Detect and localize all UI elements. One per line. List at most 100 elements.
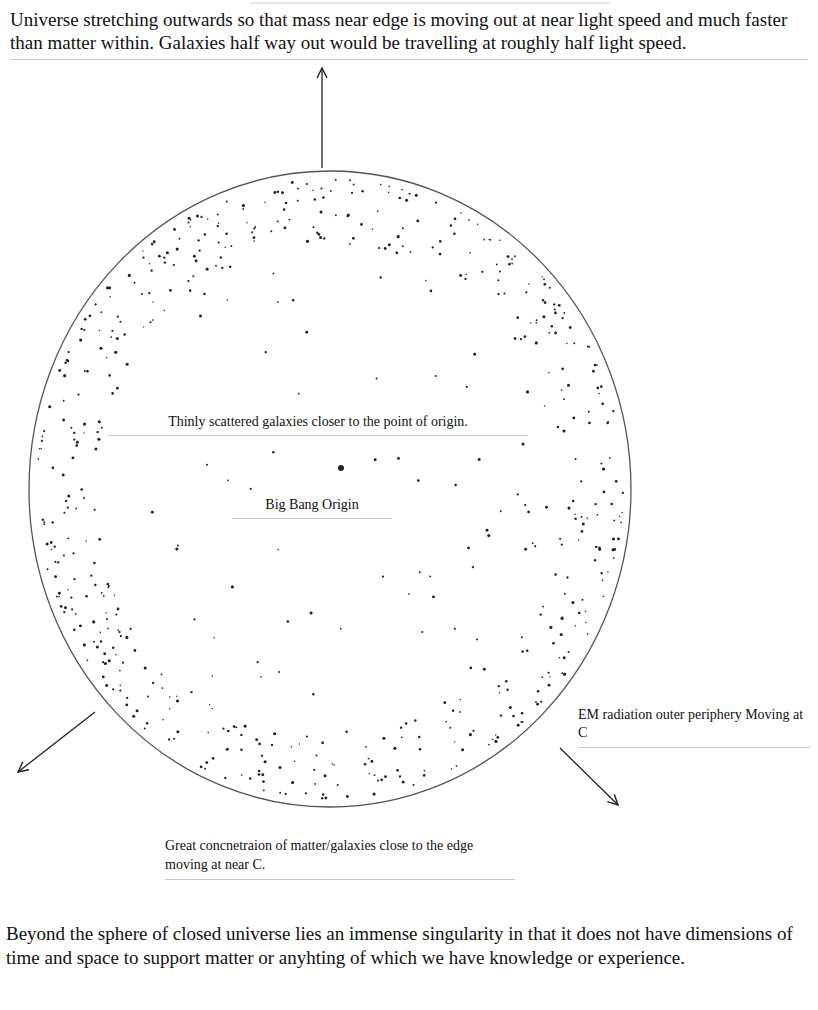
galaxy-dot	[116, 387, 119, 390]
galaxy-dot	[423, 774, 426, 777]
galaxy-dot	[337, 784, 339, 786]
galaxy-dot	[384, 247, 387, 250]
galaxy-dot	[382, 575, 384, 577]
galaxy-dot	[50, 549, 52, 551]
galaxy-dot	[54, 561, 56, 563]
galaxy-dot	[111, 392, 114, 395]
galaxy-dot	[150, 269, 152, 271]
galaxy-dot	[459, 274, 462, 277]
galaxy-dot	[178, 238, 180, 240]
galaxy-dot	[316, 755, 318, 757]
galaxy-dot	[526, 390, 529, 393]
galaxy-dot	[561, 317, 563, 319]
galaxy-dot	[374, 458, 377, 461]
galaxy-dot	[549, 287, 551, 289]
galaxy-dot	[405, 199, 408, 202]
galaxy-dot	[534, 545, 536, 547]
galaxy-dot	[561, 617, 564, 620]
galaxy-dot	[306, 735, 308, 737]
galaxy-dot	[322, 793, 324, 795]
galaxy-dot	[233, 725, 236, 728]
galaxy-dot	[459, 711, 461, 713]
galaxy-dot	[609, 457, 611, 459]
galaxy-dot	[101, 427, 103, 429]
galaxy-dot	[377, 210, 379, 212]
galaxy-dot	[548, 672, 550, 674]
galaxy-dot	[100, 311, 102, 313]
galaxy-dot	[596, 514, 598, 516]
galaxy-dot	[271, 744, 273, 746]
galaxy-dot	[107, 627, 109, 629]
galaxy-dot	[136, 709, 139, 712]
galaxy-dot	[254, 226, 256, 228]
galaxy-dot	[265, 351, 267, 353]
galaxy-dot	[205, 761, 208, 764]
galaxy-dot	[561, 544, 563, 546]
galaxy-dot	[380, 778, 383, 781]
expansion-arrow	[18, 712, 95, 772]
galaxy-dot	[554, 311, 557, 314]
galaxy-dot	[456, 765, 458, 767]
galaxy-dot	[553, 303, 555, 305]
galaxy-dot	[602, 468, 604, 470]
galaxy-dot	[596, 364, 598, 366]
galaxy-dot	[548, 684, 551, 687]
galaxy-dot	[298, 393, 300, 395]
galaxy-dot	[132, 715, 135, 718]
origin-dot	[338, 465, 344, 471]
galaxy-dot	[189, 289, 192, 292]
galaxy-dot	[291, 781, 294, 784]
galaxy-dot	[333, 764, 335, 766]
galaxy-dot	[379, 276, 381, 278]
galaxy-dot	[306, 183, 308, 185]
galaxy-dot	[177, 545, 179, 547]
galaxy-dot	[227, 730, 230, 733]
galaxy-dot	[297, 200, 299, 202]
galaxy-dot	[473, 353, 476, 356]
galaxy-dot	[79, 624, 82, 627]
galaxy-dot	[319, 236, 322, 239]
annotation-note: Universe stretching outwards so that mas…	[10, 8, 808, 60]
galaxy-dot	[332, 763, 334, 765]
galaxy-dot	[469, 733, 472, 736]
galaxy-dot	[503, 292, 505, 294]
galaxy-dot	[117, 629, 119, 631]
galaxy-dot	[262, 780, 265, 783]
galaxy-dot	[279, 792, 281, 794]
galaxy-dot	[77, 393, 79, 395]
galaxy-dot	[552, 642, 555, 645]
galaxy-dot	[388, 243, 391, 246]
galaxy-dot	[492, 738, 494, 740]
galaxy-dot	[432, 246, 434, 248]
galaxy-dot	[588, 346, 590, 348]
galaxy-dot	[209, 704, 210, 705]
galaxy-dot	[317, 233, 320, 236]
galaxy-dot	[162, 719, 164, 721]
galaxy-dot	[543, 283, 546, 286]
galaxy-dot	[104, 662, 107, 665]
galaxy-dot	[601, 402, 604, 405]
galaxy-dot	[75, 444, 78, 447]
top-rule	[250, 3, 610, 4]
galaxy-dot	[72, 552, 74, 554]
galaxy-dot	[58, 596, 60, 598]
galaxy-dot	[544, 405, 546, 407]
annotation-note: Beyond the sphere of closed universe lie…	[6, 922, 806, 970]
galaxy-dot	[152, 319, 154, 321]
galaxy-dot	[443, 701, 446, 704]
galaxy-dot	[514, 255, 516, 257]
galaxy-dot	[494, 740, 497, 743]
galaxy-dot	[240, 748, 243, 751]
galaxy-dot	[204, 768, 206, 770]
galaxy-dot	[400, 727, 402, 729]
galaxy-dot	[117, 608, 120, 611]
galaxy-dot	[256, 661, 258, 663]
galaxy-dot	[594, 364, 597, 367]
galaxy-dot	[114, 351, 117, 354]
galaxy-dot	[574, 518, 576, 520]
galaxy-dot	[227, 299, 229, 301]
galaxy-dot	[212, 757, 215, 760]
galaxy-dot	[310, 611, 313, 614]
galaxy-dot	[240, 734, 242, 736]
galaxy-dot	[126, 363, 129, 366]
